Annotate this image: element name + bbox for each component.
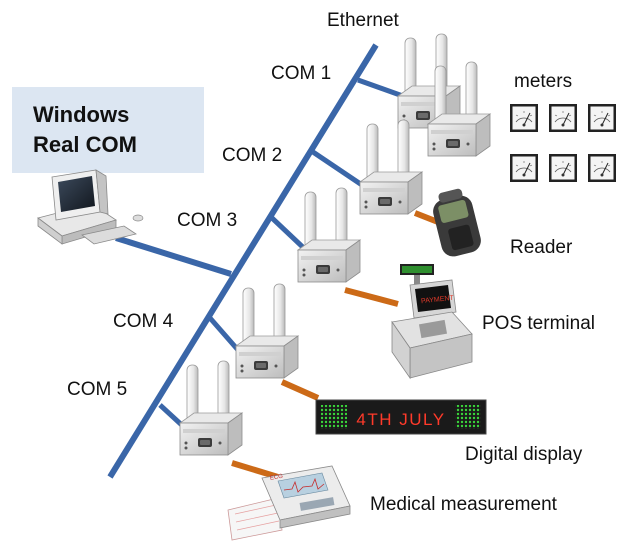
branch-com3 bbox=[270, 216, 310, 254]
meter-icon-3 bbox=[587, 103, 617, 133]
title-line-1: Windows bbox=[33, 102, 129, 127]
windows-real-com-box: Windows Real COM bbox=[12, 87, 204, 173]
meters-label: meters bbox=[514, 71, 572, 92]
meter-icon-5 bbox=[548, 153, 578, 183]
ethernet-label: Ethernet bbox=[327, 10, 400, 31]
medical-measurement-label: Medical measurement bbox=[370, 494, 558, 515]
title-line-2: Real COM bbox=[33, 132, 137, 157]
com2-label: COM 2 bbox=[222, 145, 282, 166]
com1-label: COM 1 bbox=[271, 63, 331, 84]
serial-link-display bbox=[280, 379, 320, 401]
meters-group bbox=[509, 103, 617, 183]
device-server-com3 bbox=[297, 187, 361, 283]
pos-terminal-label: POS terminal bbox=[482, 313, 595, 334]
pos-terminal-icon: PAYMENT bbox=[391, 264, 473, 380]
com4-label: COM 4 bbox=[113, 311, 174, 332]
title-box-background bbox=[12, 87, 204, 173]
branch-com4 bbox=[208, 316, 240, 352]
device-server-com5 bbox=[179, 360, 243, 456]
svg-text:ECG: ECG bbox=[270, 474, 284, 482]
com3-label: COM 3 bbox=[177, 210, 237, 231]
handheld-reader-icon bbox=[433, 188, 481, 257]
meter-icon-1 bbox=[509, 103, 539, 133]
branch-com2 bbox=[308, 147, 364, 188]
medical-device-icon: ECG bbox=[227, 465, 351, 541]
serial-link-pos bbox=[344, 287, 399, 307]
ethernet-bus bbox=[107, 43, 379, 479]
com5-label: COM 5 bbox=[67, 379, 127, 400]
device-server-com4 bbox=[235, 283, 299, 379]
meter-icon-6 bbox=[587, 153, 617, 183]
meter-icon-2 bbox=[548, 103, 578, 133]
digital-display-icon: 4TH JULY bbox=[315, 399, 487, 435]
pc-link bbox=[115, 235, 232, 277]
digital-display-label: Digital display bbox=[465, 444, 583, 465]
display-text: 4TH JULY bbox=[356, 410, 445, 429]
desktop-pc-icon bbox=[37, 169, 144, 245]
meter-icon-4 bbox=[509, 153, 539, 183]
device-server-com2 bbox=[359, 119, 423, 215]
svg-text:PAYMENT: PAYMENT bbox=[421, 295, 455, 305]
serial-link-medical bbox=[231, 460, 279, 480]
reader-label: Reader bbox=[510, 237, 573, 258]
